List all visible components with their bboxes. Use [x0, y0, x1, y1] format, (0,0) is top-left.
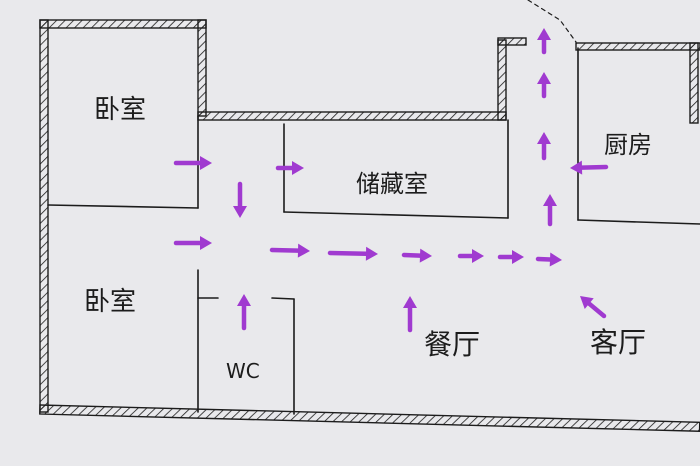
flow-arrow-head: [580, 296, 594, 310]
flow-arrow-head: [297, 243, 310, 258]
flow-arrow-shaft: [579, 164, 609, 170]
flow-arrow-head: [512, 250, 524, 264]
flow-arrow-head: [549, 252, 562, 267]
flow-arrow-head: [537, 132, 551, 144]
flow-arrow-head: [403, 296, 417, 308]
flow-arrow: [237, 294, 251, 331]
flow-arrow-head: [365, 246, 378, 261]
flow-arrow: [275, 161, 304, 175]
flow-arrow-head: [419, 248, 432, 263]
flow-arrow-shaft: [586, 301, 607, 319]
label-living: 客厅: [590, 326, 646, 359]
wall-entry-top: [497, 37, 527, 46]
flow-arrow-head: [237, 294, 251, 306]
label-kitchen: 厨房: [604, 131, 652, 159]
label-dining: 餐厅: [424, 328, 480, 361]
flow-arrow: [570, 160, 609, 175]
interior-lines: [47, 0, 700, 415]
flow-arrow: [457, 249, 484, 263]
flow-arrow-shaft: [535, 256, 553, 262]
flow-arrow: [327, 246, 378, 261]
flow-arrow-head: [537, 28, 551, 40]
flow-arrow: [233, 181, 247, 218]
flow-arrow: [403, 296, 417, 333]
flow-arrow-head: [543, 194, 557, 206]
label-storage: 储藏室: [356, 170, 428, 198]
flow-arrow: [537, 28, 551, 55]
flow-arrow: [401, 248, 432, 263]
walls: [39, 19, 700, 432]
flow-arrow: [497, 250, 524, 264]
flow-arrow: [535, 252, 562, 267]
flow-arrow-shaft: [269, 247, 301, 253]
flow-arrow: [173, 156, 212, 170]
flow-arrow: [269, 243, 310, 258]
wall-kitchen-top: [575, 42, 700, 51]
flow-arrow: [537, 132, 551, 161]
wall-kitchen-right: [689, 42, 699, 124]
flow-arrow-head: [570, 160, 583, 175]
flow-arrow-head: [200, 236, 212, 250]
label-wc: WC: [226, 359, 260, 383]
flow-arrow-head: [292, 161, 304, 175]
flow-arrow: [173, 236, 212, 250]
flow-arrow-shaft: [401, 252, 423, 258]
flow-arrow-shaft: [327, 250, 369, 257]
flow-arrow-head: [233, 206, 247, 218]
flow-arrow: [537, 72, 551, 99]
flow-arrow-head: [200, 156, 212, 170]
flow-arrow-head: [472, 249, 484, 263]
flow-arrow: [543, 194, 557, 227]
label-bedroom-top: 卧室: [94, 95, 146, 125]
flow-arrow-head: [537, 72, 551, 84]
flow-arrow: [580, 296, 607, 319]
label-bedroom-bottom: 卧室: [84, 287, 136, 317]
